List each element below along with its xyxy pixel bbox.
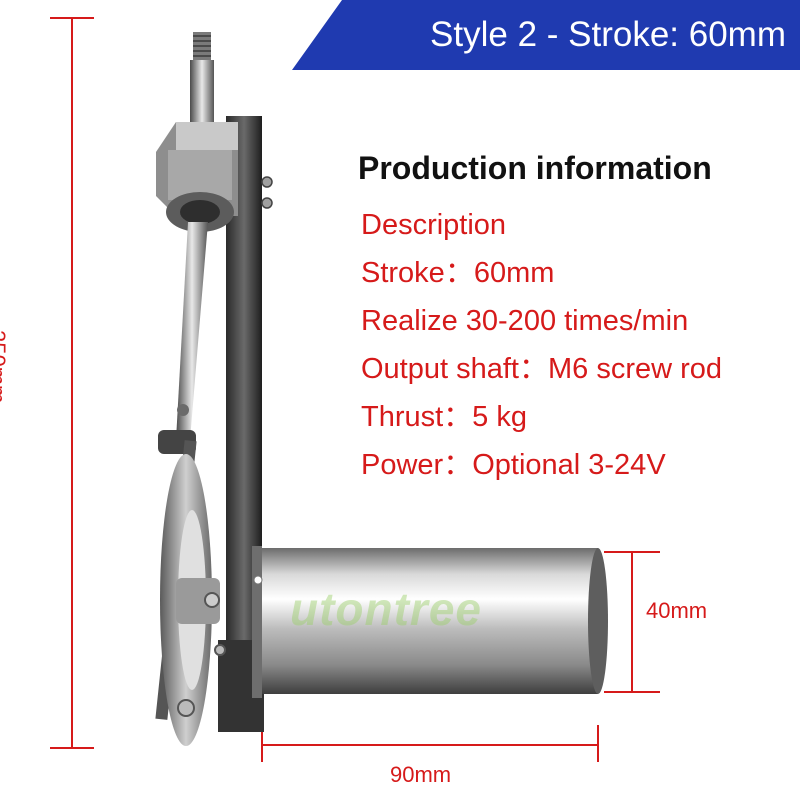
dimension-height-label: 250mm: [0, 330, 10, 404]
spec-power: Power：Optional 3-24V: [361, 449, 666, 481]
title-banner: Style 2 - Stroke: 60mm: [0, 0, 800, 70]
spec-description: Description: [361, 209, 507, 241]
spec-output-shaft: Output shaft：M6 screw rod: [361, 353, 723, 385]
spec-frequency: Realize 30-200 times/min: [361, 305, 689, 337]
dimension-diameter-label: 40mm: [646, 598, 708, 623]
spec-stroke: Stroke：60mm: [361, 257, 555, 289]
banner-shape: [292, 0, 800, 70]
dimension-length-label: 90mm: [390, 762, 452, 787]
spec-thrust: Thrust：5 kg: [361, 401, 527, 433]
info-heading: Production information: [358, 150, 712, 186]
watermark-text: utontree: [290, 583, 482, 635]
banner-title: Style 2 - Stroke: 60mm: [430, 15, 786, 54]
